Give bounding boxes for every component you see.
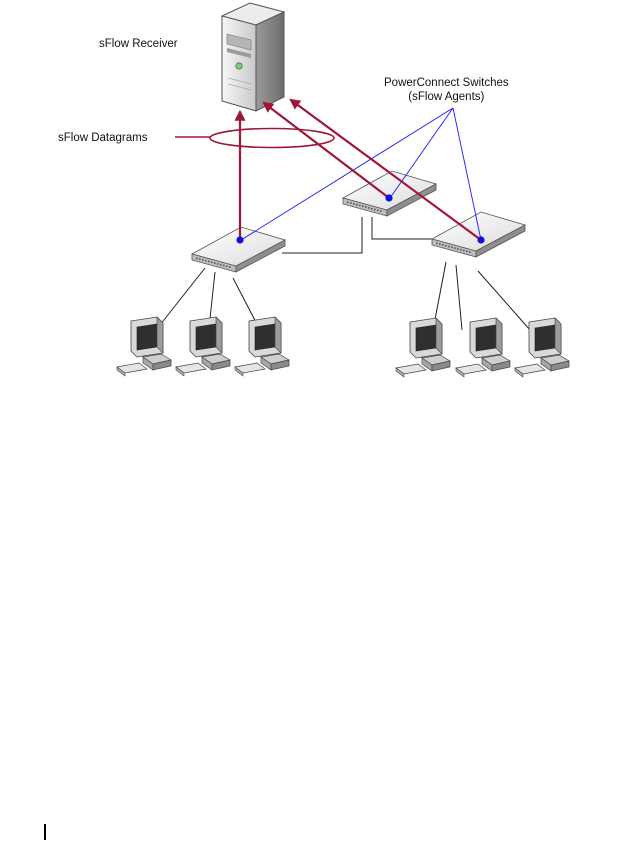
switch-center-icon <box>342 170 437 217</box>
callout-line-center-agent <box>389 107 454 199</box>
link-right-pc3 <box>477 270 531 331</box>
link-center-to-right <box>371 217 433 240</box>
datagram-arrows <box>234 98 482 241</box>
agent-dot-right <box>477 236 485 244</box>
callout-line-left-agent <box>240 107 454 241</box>
switches-label-line1: PowerConnect Switches <box>384 77 509 89</box>
receiver-label: sFlow Receiver <box>99 38 178 50</box>
page-margin-mark <box>44 824 46 840</box>
datagram-group-ellipse <box>209 127 335 149</box>
datagram-arrow-right <box>289 98 482 241</box>
link-left-pc1 <box>155 267 206 331</box>
switches-label-line2: (sFlow Agents) <box>408 91 485 103</box>
switches-label: PowerConnect Switches (sFlow Agents) <box>384 76 509 104</box>
agent-dot-left <box>236 236 244 244</box>
link-switch-left-to-center <box>282 217 363 254</box>
callout-line-right-agent <box>452 107 482 241</box>
switch-left-icon <box>191 226 286 273</box>
switch-right-icon <box>431 211 526 258</box>
workstation-icon <box>395 317 451 378</box>
agent-dot-center <box>385 194 393 202</box>
link-right-pc2 <box>455 264 463 331</box>
datagrams-label: sFlow Datagrams <box>58 132 148 144</box>
agent-callout-lines <box>240 107 482 241</box>
workstation-icon <box>514 317 570 378</box>
workstation-icon <box>455 317 511 378</box>
workstation-icon <box>234 316 290 377</box>
sflow-receiver-server-icon <box>220 2 286 112</box>
datagram-arrow-center <box>262 101 390 199</box>
workstation-icon <box>175 316 231 377</box>
workstation-icon <box>116 316 172 377</box>
